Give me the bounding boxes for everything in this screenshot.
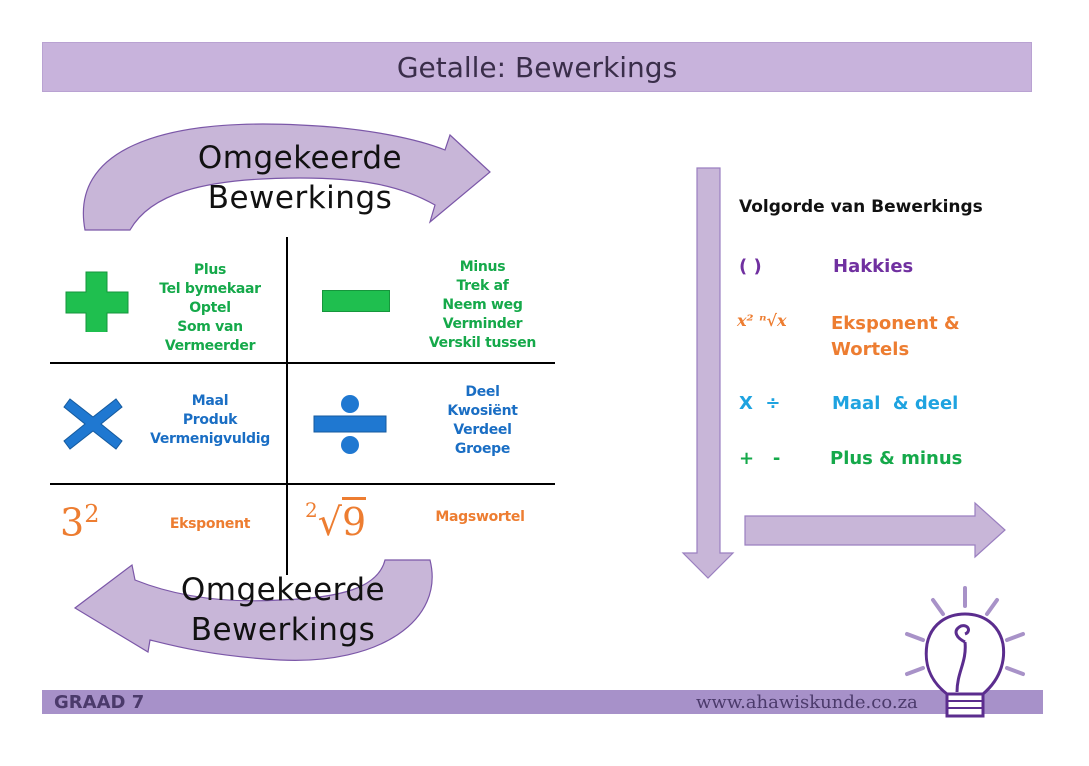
order-heading: Volgorde van Bewerkings: [739, 197, 983, 217]
divide-icon: [313, 395, 387, 454]
synonym: Deel: [465, 384, 500, 400]
synonym: Vermeerder: [164, 338, 256, 354]
synonym: Som van: [177, 319, 243, 335]
synonym: Groepe: [454, 441, 511, 457]
times-divide-label: Maal & deel: [832, 393, 959, 414]
synonym: Verskil tussen: [428, 335, 537, 351]
label-line: Bewerkings: [190, 612, 376, 648]
brackets-symbol: ( ): [739, 256, 762, 277]
synonym: Kwosiënt: [447, 403, 518, 419]
synonym: Vermenigvuldig: [150, 431, 270, 447]
synonym: Verminder: [442, 316, 523, 332]
grade-label: GRAAD 7: [54, 692, 145, 713]
root-index: 2: [305, 498, 318, 522]
grid-divider: [286, 237, 288, 575]
lightbulb-logo-icon: [905, 586, 1025, 718]
power: 2: [84, 500, 100, 528]
order-down-arrow: [681, 167, 735, 579]
plus-minus-label: Plus & minus: [830, 448, 963, 469]
synonym: Minus: [459, 259, 506, 275]
synonym: Verdeel: [453, 422, 512, 438]
plus-icon: [65, 271, 129, 332]
root-label: Magswortel: [435, 509, 525, 525]
grid-divider: [50, 362, 555, 364]
page-title: Getalle: Bewerkings: [42, 42, 1032, 92]
synonym: Plus: [193, 262, 227, 278]
synonym: Optel: [189, 300, 231, 316]
synonym: Trek af: [456, 278, 509, 294]
exponent-example: 32: [60, 500, 99, 545]
website-link[interactable]: www.ahawiskunde.co.za: [696, 692, 918, 713]
inverse-operations-label-bottom: Omgekeerde Bewerkings: [153, 570, 413, 650]
minus-icon: [322, 290, 390, 312]
footer-bar: [42, 690, 1043, 714]
root-example: 2√9: [305, 497, 367, 544]
exponent-root-symbol: x² ⁿ√x: [737, 311, 787, 330]
label-line: Bewerkings: [207, 180, 393, 216]
exponent-root-label: Eksponent & Wortels: [831, 311, 960, 363]
plus-minus-symbol: + -: [739, 448, 781, 469]
radicand: 9: [341, 497, 367, 544]
label-line: Wortels: [831, 339, 910, 360]
order-right-arrow: [744, 501, 1006, 559]
grid-divider: [50, 483, 555, 485]
synonym: Tel bymekaar: [159, 281, 261, 297]
inverse-operations-label-top: Omgekeerde Bewerkings: [170, 138, 430, 218]
times-icon: [63, 398, 123, 450]
label-line: Eksponent &: [831, 313, 960, 334]
base: 3: [60, 500, 85, 545]
label-line: Omgekeerde: [197, 140, 403, 176]
brackets-label: Hakkies: [833, 256, 914, 277]
synonym: Produk: [182, 412, 238, 428]
synonym: Maal: [191, 393, 229, 409]
synonym: Neem weg: [442, 297, 523, 313]
top-inverse-arc-arrow: [82, 123, 491, 231]
bottom-inverse-arc-arrow: [73, 559, 433, 661]
exponent-label: Eksponent: [169, 516, 251, 532]
times-divide-symbol: X ÷: [739, 393, 781, 414]
label-line: Omgekeerde: [180, 572, 386, 608]
